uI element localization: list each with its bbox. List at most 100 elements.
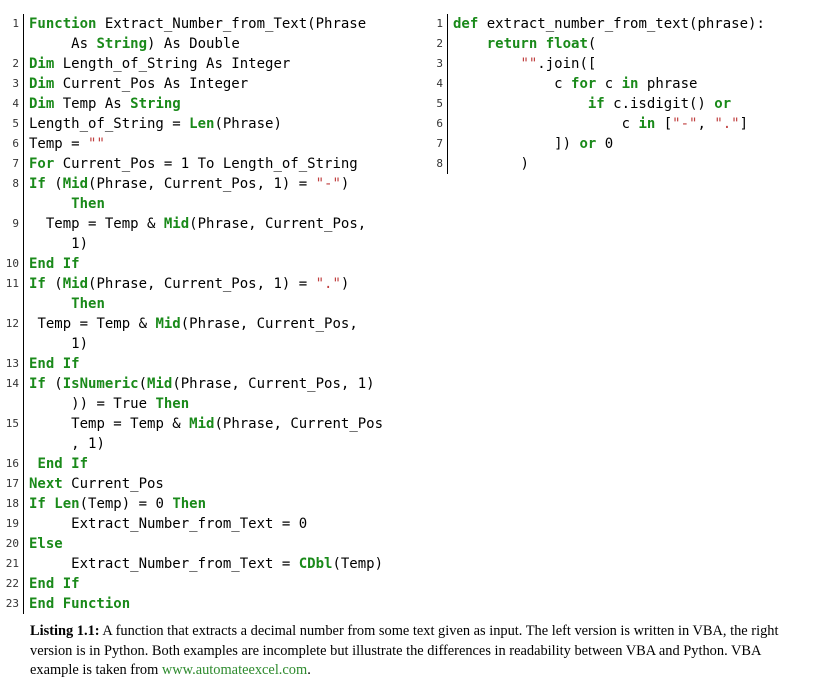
code-line: 22 End If xyxy=(0,574,400,594)
gutter-rule xyxy=(23,554,24,574)
gutter-rule xyxy=(23,114,24,134)
code-line: 2 return float( xyxy=(424,34,804,54)
line-number: 5 xyxy=(12,117,19,130)
code-text: Temp = Temp & Mid(Phrase, Current_Pos , … xyxy=(29,416,384,452)
gutter-rule xyxy=(447,134,448,154)
code-text: Dim Temp As String xyxy=(29,96,181,112)
line-number: 23 xyxy=(5,597,19,610)
line-number: 15 xyxy=(5,417,19,430)
code-text: c for c in phrase xyxy=(453,76,698,92)
line-number: 19 xyxy=(5,517,19,530)
code-line: 8 If (Mid(Phrase, Current_Pos, 1) = "-") … xyxy=(0,174,400,214)
code-text: End If xyxy=(29,256,80,272)
line-number: 16 xyxy=(5,457,19,470)
code-text: Function Extract_Number_from_Text(Phrase… xyxy=(29,16,367,52)
line-number: 14 xyxy=(5,377,19,390)
gutter-rule xyxy=(23,134,24,154)
gutter-rule xyxy=(23,274,24,314)
code-line: 10 End If xyxy=(0,254,400,274)
gutter-rule xyxy=(23,154,24,174)
gutter-rule xyxy=(447,34,448,54)
code-text: Extract_Number_from_Text = 0 xyxy=(29,516,308,532)
caption-end: . xyxy=(307,662,311,678)
line-number: 3 xyxy=(12,77,19,90)
code-text: "".join([ xyxy=(520,56,597,72)
gutter-rule xyxy=(23,314,24,354)
line-number: 22 xyxy=(5,577,19,590)
line-number: 7 xyxy=(12,157,19,170)
line-number: 1 xyxy=(12,17,19,30)
code-text: Temp = Temp & Mid(Phrase, Current_Pos, 1… xyxy=(29,316,358,352)
gutter-rule xyxy=(23,474,24,494)
automateexcel-link[interactable]: www.automateexcel.com xyxy=(161,662,308,678)
line-number: 12 xyxy=(5,317,19,330)
code-text: If Len(Temp) = 0 Then xyxy=(29,496,207,512)
gutter-rule xyxy=(23,534,24,554)
gutter-rule xyxy=(23,254,24,274)
gutter-rule xyxy=(23,454,24,474)
line-number: 20 xyxy=(5,537,19,550)
gutter-rule xyxy=(23,414,24,454)
line-number: 17 xyxy=(5,477,19,490)
gutter-rule xyxy=(23,494,24,514)
line-number: 4 xyxy=(436,77,443,90)
code-line: 23 End Function xyxy=(0,594,400,614)
code-line: 4 Dim Temp As String xyxy=(0,94,400,114)
line-number: 2 xyxy=(12,57,19,70)
code-text: End If xyxy=(29,356,80,372)
line-number: 1 xyxy=(436,17,443,30)
line-number: 8 xyxy=(12,177,19,190)
gutter-rule xyxy=(23,514,24,534)
code-text: def extract_number_from_text(phrase): xyxy=(453,16,765,32)
code-text: End Function xyxy=(29,596,131,612)
line-number: 9 xyxy=(12,217,19,230)
gutter-rule xyxy=(447,74,448,94)
code-text: ]) or 0 xyxy=(453,136,614,152)
code-line: 1 Function Extract_Number_from_Text(Phras… xyxy=(0,14,400,54)
code-line: 19 Extract_Number_from_Text = 0 xyxy=(0,514,400,534)
code-line: 20 Else xyxy=(0,534,400,554)
code-text: Extract_Number_from_Text = CDbl(Temp) xyxy=(29,556,384,572)
gutter-rule xyxy=(447,114,448,134)
code-line: 15 Temp = Temp & Mid(Phrase, Current_Pos… xyxy=(0,414,400,454)
gutter-rule xyxy=(23,354,24,374)
gutter-rule xyxy=(23,574,24,594)
gutter-rule xyxy=(23,94,24,114)
code-line: 3 "".join([ xyxy=(424,54,804,74)
code-text: Length_of_String = Len(Phrase) xyxy=(29,116,282,132)
code-text: Temp = "" xyxy=(29,136,105,152)
gutter-rule xyxy=(447,154,448,174)
code-text: Next Current_Pos xyxy=(29,476,164,492)
code-line: 8 ) xyxy=(424,154,804,174)
code-text: If (Mid(Phrase, Current_Pos, 1) = "-") T… xyxy=(29,176,350,212)
code-line: 21 Extract_Number_from_Text = CDbl(Temp) xyxy=(0,554,400,574)
code-text: Else xyxy=(29,536,63,552)
code-line: 4 c for c in phrase xyxy=(424,74,804,94)
gutter-rule xyxy=(447,14,448,34)
gutter-rule xyxy=(23,374,24,414)
code-line: 1 def extract_number_from_text(phrase): xyxy=(424,14,804,34)
caption-text: A function that extracts a decimal numbe… xyxy=(30,623,779,678)
line-number: 18 xyxy=(5,497,19,510)
code-line: 12 Temp = Temp & Mid(Phrase, Current_Pos… xyxy=(0,314,400,354)
listing-caption: Listing 1.1: A function that extracts a … xyxy=(30,622,810,681)
line-number: 11 xyxy=(5,277,19,290)
code-line: 16 End If xyxy=(0,454,400,474)
code-text: End If xyxy=(29,576,80,592)
line-number: 10 xyxy=(5,257,19,270)
line-number: 5 xyxy=(436,97,443,110)
code-text: if c.isdigit() or xyxy=(587,96,732,112)
code-text: If (Mid(Phrase, Current_Pos, 1) = ".") T… xyxy=(29,276,350,312)
line-number: 4 xyxy=(12,97,19,110)
code-line: 3 Dim Current_Pos As Integer xyxy=(0,74,400,94)
gutter-rule xyxy=(23,214,24,254)
code-line: 6 c in ["-", "."] xyxy=(424,114,804,134)
code-line: 11 If (Mid(Phrase, Current_Pos, 1) = ".")… xyxy=(0,274,400,314)
code-line: 5 if c.isdigit() or xyxy=(424,94,804,114)
gutter-rule xyxy=(447,94,448,114)
code-text: Dim Length_of_String As Integer xyxy=(29,56,291,72)
code-text: Dim Current_Pos As Integer xyxy=(29,76,249,92)
